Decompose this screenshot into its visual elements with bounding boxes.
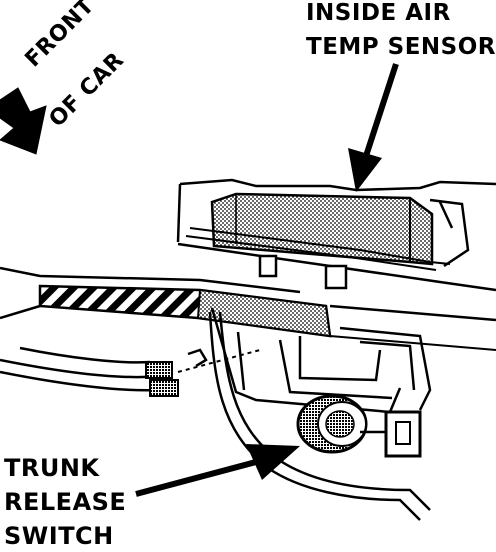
front-direction-arrow <box>0 87 47 155</box>
trunk-release-label-line1: TRUNK <box>4 454 100 482</box>
trunk-release-switch-body <box>296 394 368 454</box>
switch-pointer-arrow <box>135 444 300 497</box>
dashboard-outline <box>176 178 496 292</box>
temp-sensor-housing <box>185 192 451 290</box>
sensor-label-line1: INSIDE AIR <box>306 0 451 26</box>
trunk-release-label-line2: RELEASE <box>4 488 127 516</box>
underdash-bracket <box>210 307 432 414</box>
switch-connector <box>360 410 422 458</box>
sensor-label-line2: TEMP SENSOR <box>306 34 496 60</box>
trunk-release-label-line3: SWITCH <box>4 522 114 550</box>
harness-connector <box>145 349 261 397</box>
dash-trim-strip <box>0 266 496 351</box>
sensor-pointer-arrow <box>348 63 399 192</box>
